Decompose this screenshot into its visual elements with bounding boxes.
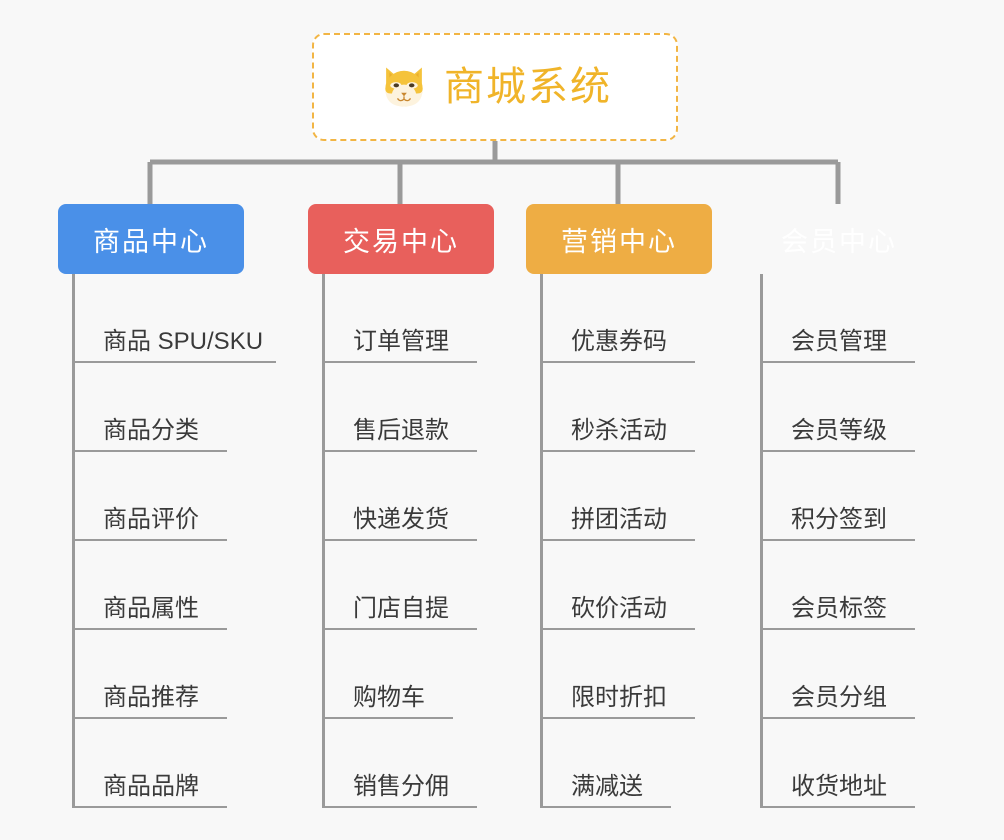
leaf-list: 订单管理售后退款快递发货门店自提购物车销售分佣 xyxy=(308,274,494,808)
leaf-item-underline xyxy=(322,806,477,808)
leaf-list: 会员管理会员等级积分签到会员标签会员分组收货地址 xyxy=(746,274,932,808)
leaf-item-underline xyxy=(72,361,276,363)
leaf-item-label: 商品推荐 xyxy=(103,684,199,711)
leaf-item-underline xyxy=(540,806,671,808)
leaf-item-underline xyxy=(760,806,915,808)
category-header-label: 会员中心 xyxy=(781,226,897,257)
leaf-item[interactable]: 购物车 xyxy=(308,630,494,719)
category-header-2[interactable]: 交易中心 xyxy=(308,204,494,274)
leaf-item[interactable]: 商品分类 xyxy=(58,363,244,452)
leaf-item-underline xyxy=(72,450,227,452)
leaf-item[interactable]: 售后退款 xyxy=(308,363,494,452)
leaf-item-label: 限时折扣 xyxy=(571,684,667,711)
leaf-item[interactable]: 快递发货 xyxy=(308,452,494,541)
root-node[interactable]: 商城系统 xyxy=(312,33,678,141)
category-column: 交易中心订单管理售后退款快递发货门店自提购物车销售分佣 xyxy=(308,204,494,808)
leaf-item[interactable]: 秒杀活动 xyxy=(526,363,712,452)
root-title: 商城系统 xyxy=(444,65,612,109)
leaf-item-label: 门店自提 xyxy=(353,595,449,622)
leaf-item-underline xyxy=(760,539,915,541)
leaf-item-label: 会员管理 xyxy=(791,328,887,355)
leaf-item-label: 会员标签 xyxy=(791,595,887,622)
leaf-item-underline xyxy=(72,628,227,630)
leaf-item-underline xyxy=(540,717,695,719)
leaf-item[interactable]: 优惠券码 xyxy=(526,274,712,363)
leaf-item-label: 拼团活动 xyxy=(571,506,667,533)
leaf-item[interactable]: 积分签到 xyxy=(746,452,932,541)
category-header-1[interactable]: 商品中心 xyxy=(58,204,244,274)
category-header-label: 营销中心 xyxy=(561,226,677,257)
leaf-item[interactable]: 拼团活动 xyxy=(526,452,712,541)
leaf-item-underline xyxy=(540,361,695,363)
category-header-3[interactable]: 营销中心 xyxy=(526,204,712,274)
leaf-item-label: 砍价活动 xyxy=(571,595,667,622)
category-header-label: 商品中心 xyxy=(93,226,209,257)
leaf-item-underline xyxy=(72,539,227,541)
leaf-item[interactable]: 销售分佣 xyxy=(308,719,494,808)
leaf-item[interactable]: 商品品牌 xyxy=(58,719,244,808)
leaf-item-label: 商品属性 xyxy=(103,595,199,622)
leaf-item-label: 商品评价 xyxy=(103,506,199,533)
leaf-item-label: 优惠券码 xyxy=(571,328,667,355)
leaf-list: 商品 SPU/SKU 商品分类商品评价商品属性商品推荐商品品牌 xyxy=(58,274,276,808)
leaf-item-underline xyxy=(540,628,695,630)
leaf-item[interactable]: 商品 SPU/SKU xyxy=(58,274,276,363)
leaf-item[interactable]: 商品评价 xyxy=(58,452,244,541)
leaf-spine-line xyxy=(540,274,543,808)
leaf-item-underline xyxy=(322,628,477,630)
leaf-item-underline xyxy=(760,628,915,630)
leaf-item-label: 商品品牌 xyxy=(103,773,199,800)
leaf-item-label: 收货地址 xyxy=(791,773,887,800)
leaf-item-label: 秒杀活动 xyxy=(571,417,667,444)
leaf-item[interactable]: 商品属性 xyxy=(58,541,244,630)
leaf-spine-line xyxy=(760,274,763,808)
leaf-item[interactable]: 订单管理 xyxy=(308,274,494,363)
leaf-item[interactable]: 会员标签 xyxy=(746,541,932,630)
leaf-item-underline xyxy=(322,450,477,452)
leaf-item[interactable]: 商品推荐 xyxy=(58,630,244,719)
leaf-item-label: 积分签到 xyxy=(791,506,887,533)
leaf-item-label: 销售分佣 xyxy=(353,773,449,800)
leaf-item[interactable]: 门店自提 xyxy=(308,541,494,630)
shiba-dog-face-icon xyxy=(385,67,423,107)
leaf-item-underline xyxy=(540,450,695,452)
leaf-item-label: 会员等级 xyxy=(791,417,887,444)
category-header-label: 交易中心 xyxy=(343,226,459,257)
leaf-item-label: 售后退款 xyxy=(353,417,449,444)
leaf-item[interactable]: 满减送 xyxy=(526,719,712,808)
category-column: 营销中心优惠券码秒杀活动拼团活动砍价活动限时折扣满减送 xyxy=(526,204,712,808)
leaf-item-underline xyxy=(322,361,477,363)
leaf-item-label: 满减送 xyxy=(571,773,643,800)
leaf-spine-line xyxy=(322,274,325,808)
leaf-item-underline xyxy=(322,539,477,541)
leaf-item[interactable]: 会员管理 xyxy=(746,274,932,363)
leaf-item[interactable]: 收货地址 xyxy=(746,719,932,808)
category-header-4[interactable]: 会员中心 xyxy=(746,204,932,274)
category-column: 会员中心会员管理会员等级积分签到会员标签会员分组收货地址 xyxy=(746,204,932,808)
leaf-item[interactable]: 会员分组 xyxy=(746,630,932,719)
leaf-list: 优惠券码秒杀活动拼团活动砍价活动限时折扣满减送 xyxy=(526,274,712,808)
leaf-item[interactable]: 会员等级 xyxy=(746,363,932,452)
category-column: 商品中心商品 SPU/SKU 商品分类商品评价商品属性商品推荐商品品牌 xyxy=(58,204,276,808)
leaf-spine-line xyxy=(72,274,75,808)
leaf-item-underline xyxy=(760,717,915,719)
leaf-item-label: 商品 SPU/SKU xyxy=(103,328,264,355)
leaf-item-underline xyxy=(72,717,227,719)
leaf-item-label: 订单管理 xyxy=(353,328,449,355)
leaf-item-underline xyxy=(72,806,227,808)
leaf-item-label: 购物车 xyxy=(353,684,425,711)
leaf-item-underline xyxy=(760,450,915,452)
leaf-item-label: 商品分类 xyxy=(103,417,199,444)
leaf-item-label: 快递发货 xyxy=(353,506,449,533)
leaf-item[interactable]: 限时折扣 xyxy=(526,630,712,719)
leaf-item-label: 会员分组 xyxy=(791,684,887,711)
leaf-item-underline xyxy=(540,539,695,541)
leaf-item[interactable]: 砍价活动 xyxy=(526,541,712,630)
leaf-item-underline xyxy=(322,717,453,719)
leaf-item-underline xyxy=(760,361,915,363)
